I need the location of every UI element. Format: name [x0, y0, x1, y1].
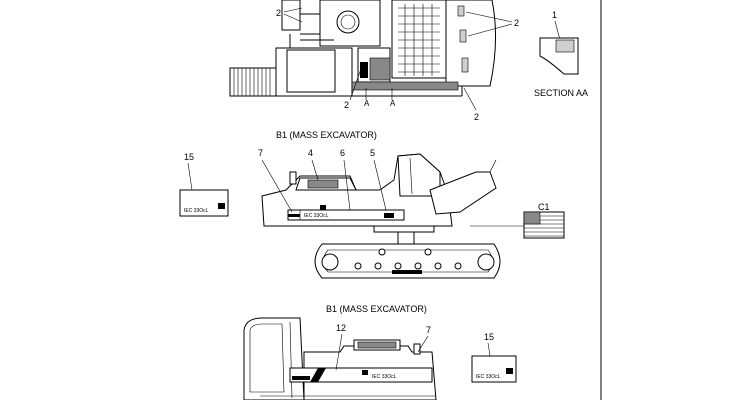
view1-callout-7: 7 [258, 148, 263, 158]
decal-15-badge-view2 [506, 368, 513, 374]
decal-15-text-view2: IEC 33OcL [476, 374, 501, 380]
engine-grille-2 [357, 341, 397, 349]
section-marker-a2: A [390, 99, 396, 108]
callout-2-bottom-b: 2 [474, 112, 479, 122]
track-frame-1 [314, 243, 501, 279]
engine-grille-1 [307, 179, 339, 189]
model-decal-2: IEC 33OcL [372, 374, 397, 380]
side-view-1: B1 (MASS EXCAVATOR) 15 IEC 33OcL IEC 33O… [179, 130, 565, 279]
decal-band-2 [289, 367, 433, 383]
counterweight-block [229, 67, 277, 97]
view1-callout-15: 15 [184, 152, 194, 162]
sprocket-1 [477, 253, 495, 271]
swing-bearing-inner [340, 14, 356, 30]
section-aa-title: SECTION AA [534, 88, 588, 98]
plan-view: A A 2 2 2 2 [229, 0, 519, 122]
view2-callout-15: 15 [484, 332, 494, 342]
cab-1 [397, 153, 441, 197]
decal-2-right-a [457, 5, 465, 17]
view1-callout-4: 4 [308, 148, 313, 158]
swing-bearing-outer [336, 10, 360, 34]
exhaust-stack-1 [289, 171, 297, 185]
boom-1 [429, 171, 497, 215]
decal-2-right-b [459, 29, 467, 43]
counterweight-hatching [233, 68, 271, 96]
side-view-2: B1 (MASS EXCAVATOR) IEC 33OcL 12 7 15 IE… [243, 304, 517, 400]
decal-15-badge-view1 [218, 203, 225, 209]
boom-foot-left [281, 0, 301, 31]
section-aa: 1 SECTION AA [534, 10, 588, 98]
callout-2-bottom-a: 2 [344, 100, 349, 110]
section-marker-a1: A [364, 99, 370, 108]
model-decal-1: IEC 33OcL [304, 213, 329, 219]
callout-2-top-right: 2 [514, 18, 519, 28]
cab-top [391, 0, 447, 79]
decal-2-plan [369, 57, 391, 81]
upper-frame [319, 0, 381, 47]
view2-callout-12: 12 [336, 323, 346, 333]
view2-callout-7: 7 [426, 325, 431, 335]
cab-2 [243, 317, 305, 400]
exhaust-stack-2 [413, 343, 421, 355]
section-aa-decal [555, 39, 575, 53]
view2-title: B1 (MASS EXCAVATOR) [326, 304, 427, 314]
view1-title: B1 (MASS EXCAVATOR) [276, 130, 377, 140]
view1-callout-6: 6 [340, 148, 345, 158]
swing-base-1 [373, 225, 435, 233]
side-panel [445, 0, 497, 87]
view1-callout-c1: C1 [538, 202, 550, 212]
cab-window-2 [249, 323, 285, 393]
flag-decal-c1 [523, 211, 565, 239]
panel-dark [360, 62, 368, 78]
callout-2-top-left: 2 [276, 8, 281, 18]
view1-callout-5: 5 [370, 148, 375, 158]
cab-grid [398, 4, 440, 76]
step-strip [351, 81, 459, 91]
idler-1 [321, 253, 339, 271]
decal-2-right-c [461, 57, 469, 73]
engine-hood [286, 49, 336, 93]
section-item-1: 1 [552, 10, 557, 20]
decal-15-text-view1: IEC 33OcL [184, 208, 209, 214]
